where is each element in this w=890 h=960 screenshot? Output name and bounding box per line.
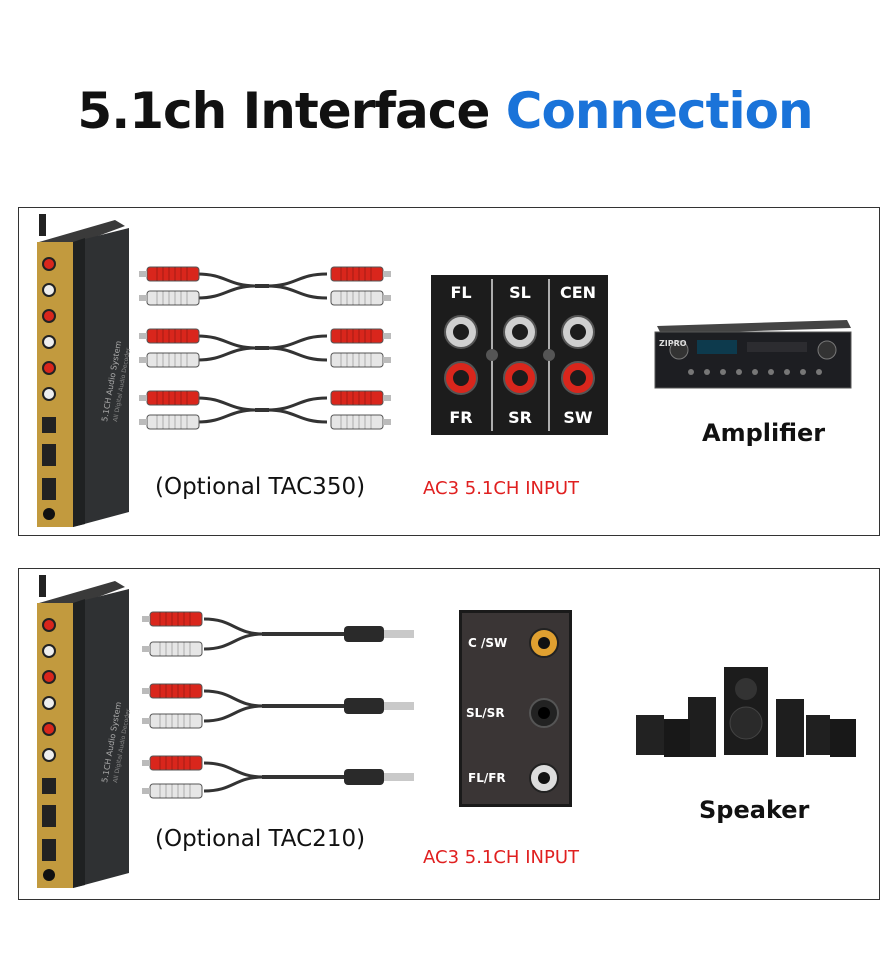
35mm-input-panel: C /SW SL/SR FL/FR [459,610,572,807]
cable-caption: (Optional TAC350) [155,474,366,500]
rca-to-35mm-cables-image [142,611,414,799]
jack-label-cen: CEN [559,283,597,302]
title-main: 5.1ch Interface [77,82,490,140]
decoder-device-image: 5.1CH Audio System All Digital Audio Dec… [37,575,132,888]
rca-cable-pair [139,266,391,430]
amplifier-brand: ZIPRO [659,339,687,348]
speaker-system-image [636,667,856,757]
title-accent: Connection [505,82,814,140]
jack-label-fr: FR [449,408,473,427]
page-title: 5.1ch Interface Connection [0,82,890,140]
amplifier-image: ZIPRO [654,320,852,389]
jack-label-sw: SW [563,408,593,427]
input-label: AC3 5.1CH INPUT [423,478,579,499]
jack-label-slsr: SL/SR [466,706,505,720]
cable-caption: (Optional TAC210) [155,826,366,852]
decoder-device-image: 5.1CH Audio System All Digital Audio Dec… [37,214,132,527]
connection-panel-tac350: 5.1CH Audio System All Digital Audio Dec… [18,207,880,536]
rca-cable-pair [142,611,414,799]
amplifier-label: Amplifier [702,419,826,447]
rca-input-panel: FL SL CEN FR SR SW [431,275,608,435]
connection-panel-tac210: 5.1CH Audio System All Digital Audio Dec… [18,568,880,900]
input-label: AC3 5.1CH INPUT [423,847,579,868]
speaker-label: Speaker [699,796,810,824]
jack-label-sl: SL [509,283,531,302]
jack-label-fl: FL [450,283,472,302]
jack-label-csw: C /SW [468,636,508,650]
jack-label-sr: SR [508,408,532,427]
jack-label-flfr: FL/FR [468,771,506,785]
rca-to-rca-cables-image [139,266,391,430]
